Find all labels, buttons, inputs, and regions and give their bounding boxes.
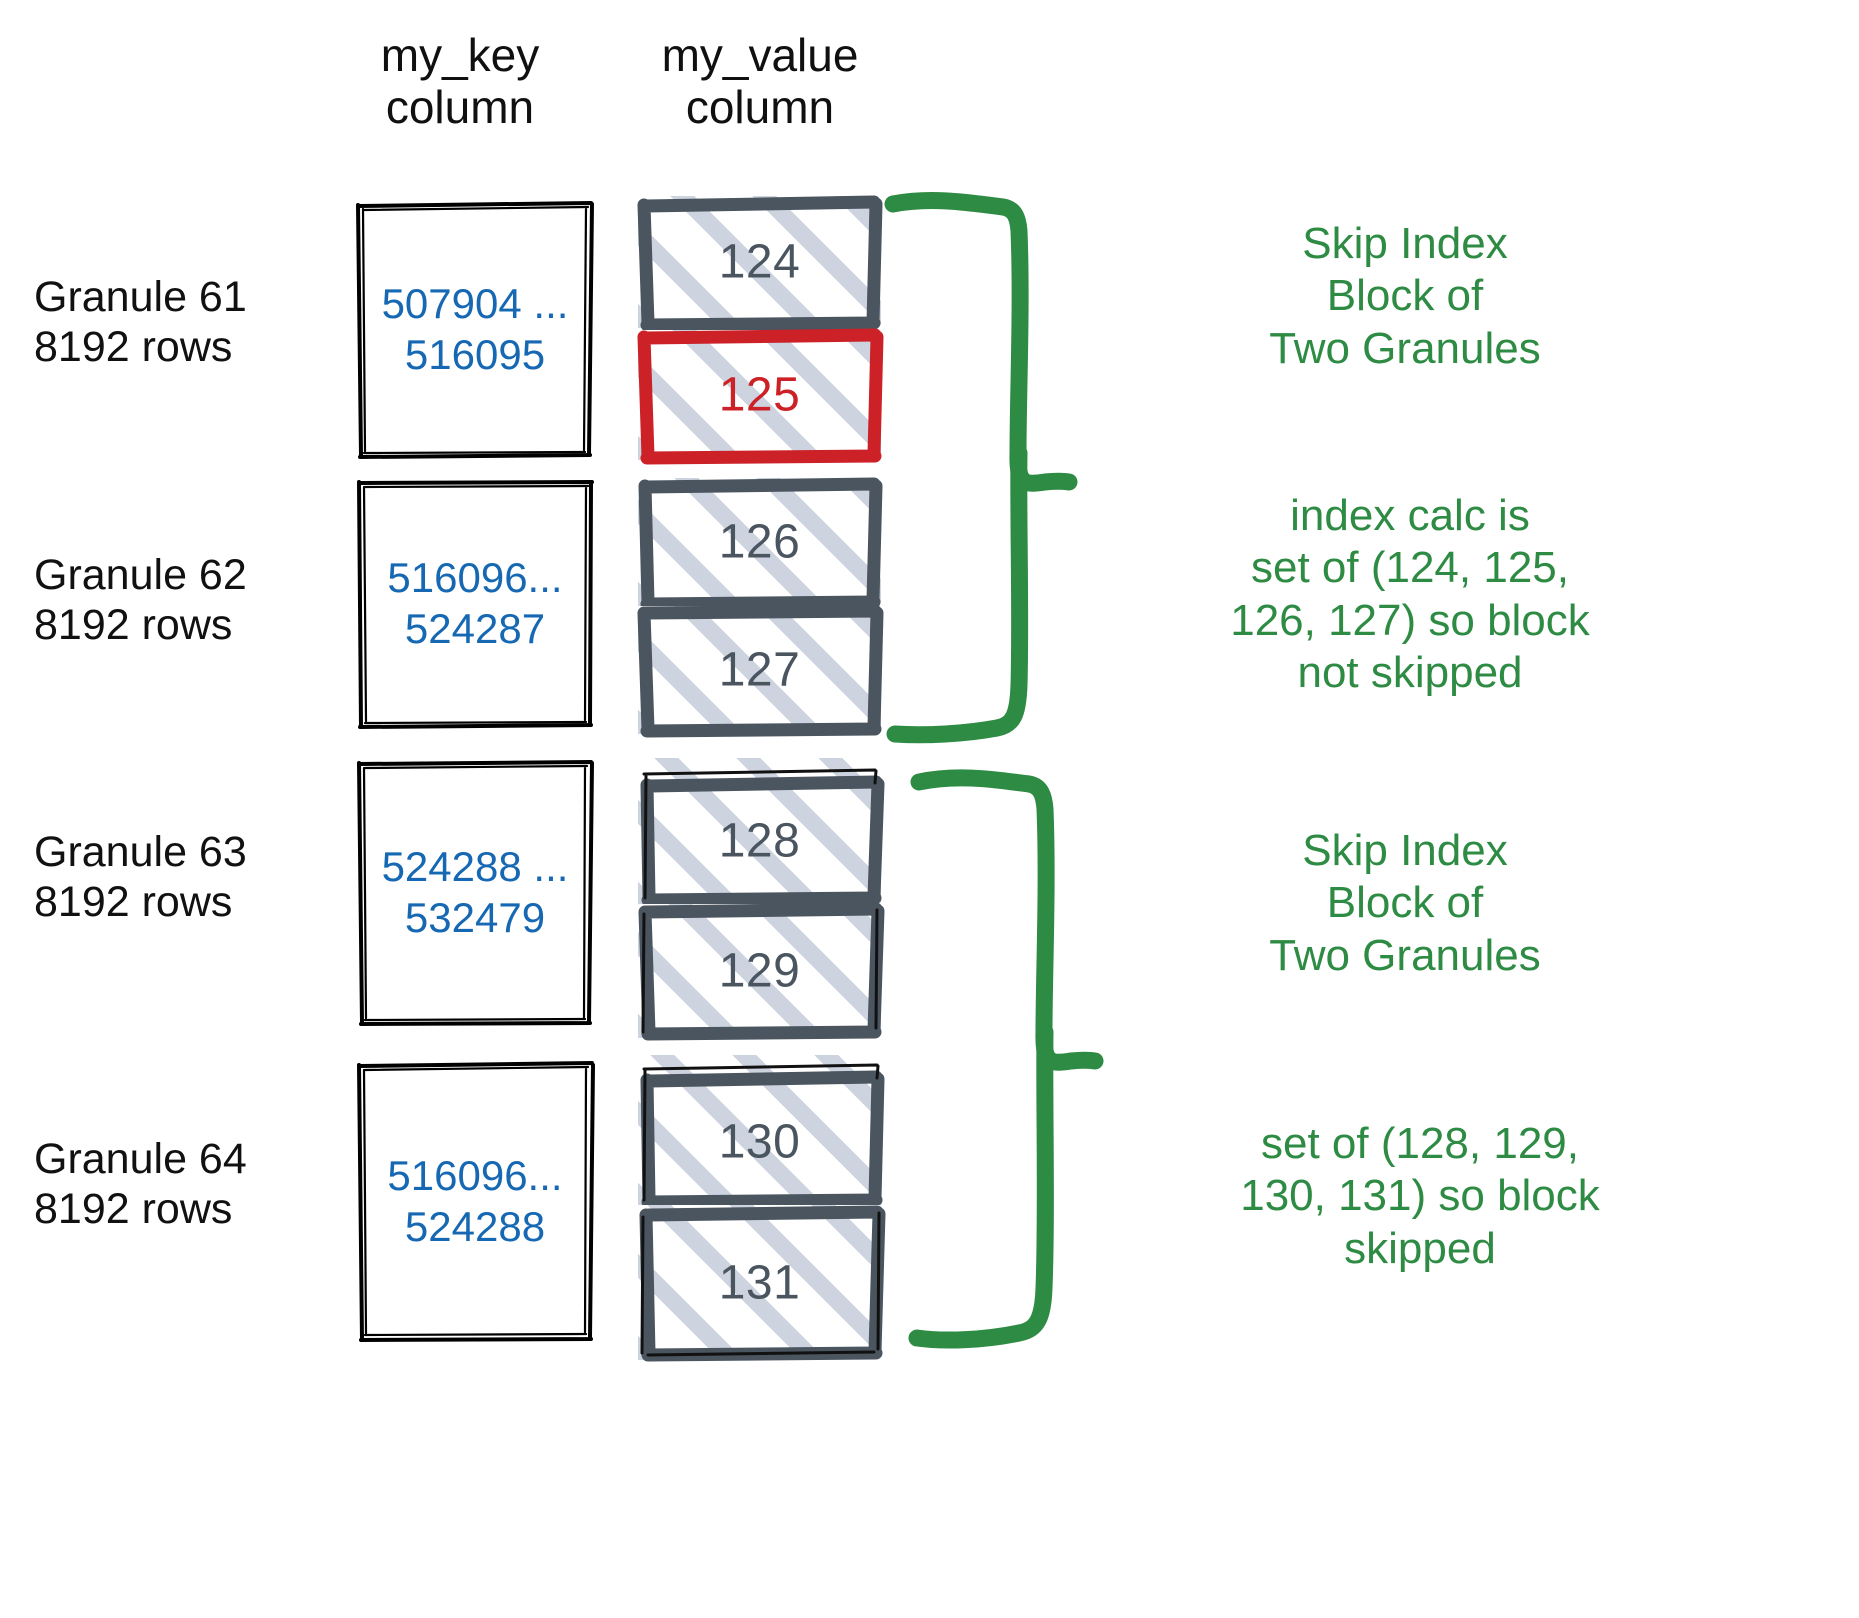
value-text-131: 131 [718, 1256, 801, 1309]
sketch-outline [640, 1063, 885, 1209]
value-box-126: 126 [638, 477, 883, 611]
granule-label-62: Granule 62 8192 rows [34, 551, 247, 649]
granule-label-63: Granule 63 8192 rows [34, 828, 247, 926]
hatch-fill [638, 196, 881, 328]
key-box-granule-64: 516096... 524288 [355, 1060, 595, 1342]
value-box-129: 129 [638, 902, 885, 1041]
sketch-outline [639, 1205, 886, 1362]
sketch-outline [637, 604, 884, 738]
key-range-granule-61: 507904 ... 516095 [381, 279, 569, 378]
sketch-outline-highlight [637, 328, 884, 465]
annotation-index-calc-not-skipped: index calc is set of (124, 125, 126, 127… [1230, 491, 1590, 698]
column-header-my-key: my_key column [380, 29, 540, 133]
key-box-granule-61: 507904 ... 516095 [355, 200, 595, 459]
key-range-granule-64: 516096... 524288 [387, 1151, 563, 1250]
value-box-125: 125 [637, 328, 884, 465]
value-text-126: 126 [718, 515, 801, 569]
sketch-outline [640, 768, 885, 907]
annotation-skip-index-block-top: Skip Index Block of Two Granules [1269, 219, 1541, 373]
hatch-fill [638, 330, 881, 460]
value-box-124: 124 [637, 195, 883, 332]
key-box-granule-62: 516096... 524287 [355, 478, 595, 729]
skip-index-brace-top [884, 192, 1078, 744]
key-box-granule-63: 524288 ... 532479 [355, 758, 595, 1026]
sketch-outline [357, 1061, 595, 1342]
value-text-124: 124 [718, 235, 801, 289]
annotation-skip-index-block-bottom: Skip Index Block of Two Granules [1269, 826, 1541, 980]
value-box-130: 130 [638, 1055, 885, 1209]
key-range-granule-63: 524288 ... 532479 [381, 842, 569, 941]
value-text-129: 129 [718, 944, 801, 998]
value-text-128: 128 [718, 814, 801, 868]
value-box-131: 131 [638, 1205, 886, 1362]
value-text-127: 127 [718, 643, 801, 697]
hatch-fill [638, 478, 881, 606]
sketch-outline [638, 902, 885, 1041]
granule-label-64: Granule 64 8192 rows [34, 1135, 247, 1233]
hatch-fill [638, 904, 881, 1038]
sketch-outline [356, 201, 594, 459]
sketch-outline [357, 480, 594, 729]
sketch-outline [638, 477, 883, 611]
column-header-my-value: my_value column [661, 29, 859, 133]
annotation-set-skipped: set of (128, 129, 130, 131) so block ski… [1240, 1119, 1600, 1273]
skip-index-brace-bottom [908, 769, 1104, 1349]
value-box-127: 127 [637, 604, 884, 738]
hatch-fill [638, 606, 881, 734]
sketch-outline [637, 195, 883, 332]
hatch-fill [638, 1205, 881, 1360]
value-text-130: 130 [718, 1115, 801, 1169]
sketch-outline [357, 760, 594, 1026]
granule-label-61: Granule 61 8192 rows [34, 273, 247, 371]
key-range-granule-62: 516096... 524287 [387, 553, 563, 652]
value-box-128: 128 [638, 758, 885, 907]
value-text-125: 125 [718, 368, 801, 422]
